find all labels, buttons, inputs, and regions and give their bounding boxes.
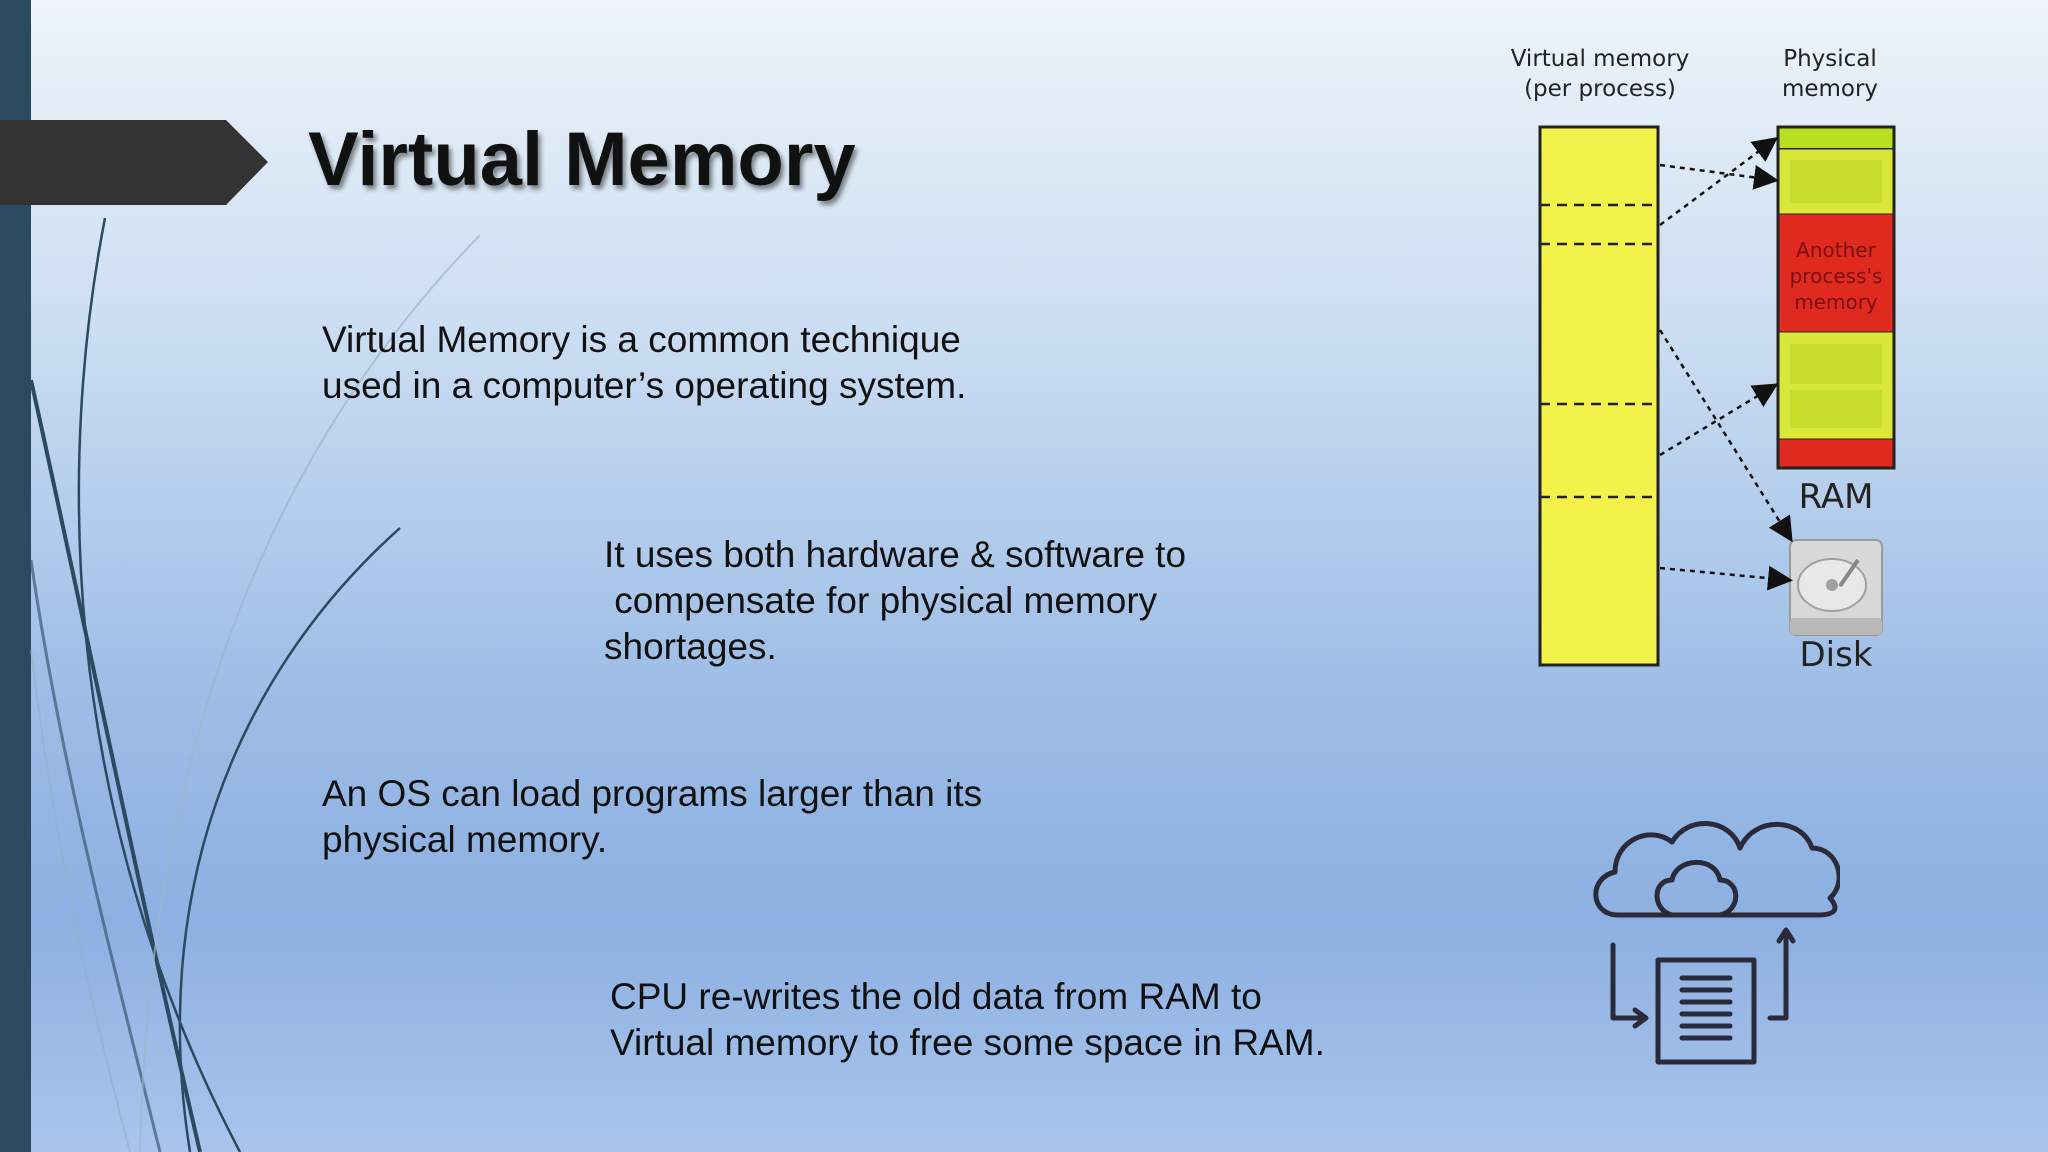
virtual-memory-label: Virtual memory (per process): [1510, 46, 1690, 102]
ram-label: RAM: [1799, 477, 1874, 517]
ram-column: [1776, 125, 1896, 470]
other-process-line-3: memory: [1794, 290, 1878, 314]
disk-label: Disk: [1799, 635, 1872, 675]
hard-disk-icon: [1789, 539, 1883, 636]
paragraph-load-programs: An OS can load programs larger than its …: [322, 773, 983, 860]
diagram-graphic: Another process's memory RAM Disk: [1538, 125, 1896, 675]
cloud-sync-document-icon: [1593, 821, 1840, 1065]
virtual-memory-column: [1538, 125, 1660, 667]
paragraph-hardware-software: It uses both hardware & software to comp…: [604, 534, 1187, 667]
other-process-line-2: process's: [1790, 264, 1883, 288]
page-title: Virtual Memory: [308, 117, 856, 202]
decorative-curves: [29, 217, 481, 1152]
other-process-line-1: Another: [1796, 238, 1876, 262]
physical-memory-label: Physical memory: [1781, 46, 1879, 102]
paragraph-cpu-rewrite: CPU re-writes the old data from RAM to V…: [610, 976, 1325, 1063]
paragraph-technique: Virtual Memory is a common technique use…: [322, 319, 967, 406]
virtual-memory-diagram: Virtual memory (per process) Physical me…: [1480, 30, 1930, 690]
title-banner-arrow: [0, 120, 268, 205]
